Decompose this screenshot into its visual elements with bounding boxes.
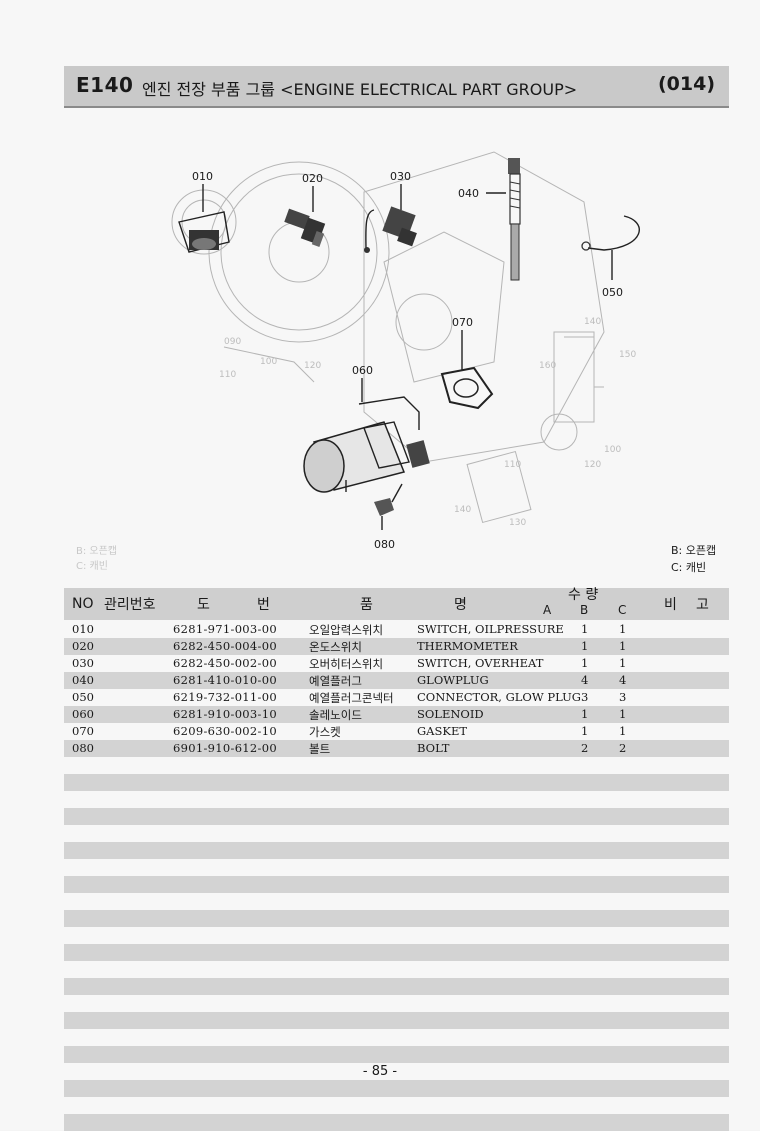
background-engine-drawing: 090 100 110 120 140 150 160 100 110 120 … bbox=[171, 151, 636, 528]
svg-text:140: 140 bbox=[584, 317, 601, 327]
empty-row bbox=[64, 910, 729, 927]
label-070: 070 bbox=[452, 316, 473, 329]
label-020: 020 bbox=[302, 172, 323, 185]
part-050-glow-plug-connector: 050 bbox=[581, 215, 640, 299]
table-row: 080 6901-910-612-00 볼트 BOLT 2 2 bbox=[64, 740, 729, 757]
svg-text:110: 110 bbox=[504, 460, 521, 470]
header-pum: 품 bbox=[360, 597, 373, 613]
empty-row bbox=[64, 757, 729, 774]
parts-table-body: 010 6281-971-003-00 오일압력스위치 SWITCH, OILP… bbox=[64, 621, 729, 1131]
label-050: 050 bbox=[602, 286, 623, 299]
empty-row bbox=[64, 961, 729, 978]
label-080: 080 bbox=[374, 538, 395, 551]
part-070-gasket: 070 bbox=[440, 316, 494, 410]
model-legend: B: 오픈캡 C: 캐빈 bbox=[671, 542, 716, 576]
header-mgmt-no: 관리번호 bbox=[104, 597, 156, 613]
label-040: 040 bbox=[458, 187, 479, 200]
table-row: 040 6281-410-010-00 예열플러그 GLOWPLUG 4 4 bbox=[64, 672, 729, 689]
part-080-bolt: 080 bbox=[374, 483, 403, 551]
exploded-parts-diagram: 090 100 110 120 140 150 160 100 110 120 … bbox=[171, 151, 640, 551]
empty-row bbox=[64, 1029, 729, 1046]
empty-row bbox=[64, 944, 729, 961]
empty-row bbox=[64, 859, 729, 876]
empty-row bbox=[64, 1046, 729, 1063]
empty-row bbox=[64, 876, 729, 893]
part-030-overheat-switch: 030 bbox=[364, 170, 417, 253]
empty-row bbox=[64, 978, 729, 995]
header-beon: 번 bbox=[257, 597, 270, 613]
header-do: 도 bbox=[197, 597, 210, 613]
section-code: E140 bbox=[76, 73, 134, 97]
svg-text:130: 130 bbox=[509, 518, 526, 528]
empty-row bbox=[64, 995, 729, 1012]
header-no: NO bbox=[72, 596, 94, 612]
empty-row bbox=[64, 1097, 729, 1114]
table-row: 050 6219-732-011-00 예열플러그콘넥터 CONNECTOR, … bbox=[72, 690, 627, 705]
table-row: 020 6282-450-004-00 온도스위치 THERMOMETER 1 … bbox=[64, 638, 729, 655]
empty-row bbox=[64, 842, 729, 859]
svg-text:150: 150 bbox=[619, 350, 636, 360]
legend-c: C: 캐빈 bbox=[671, 561, 707, 574]
table-row: 070 6209-630-002-10 가스켓 GASKET 1 1 bbox=[72, 724, 627, 739]
section-header: E140 엔진 전장 부품 그룹 <ENGINE ELECTRICAL PART… bbox=[64, 66, 729, 108]
header-bi: 비 bbox=[664, 597, 677, 613]
faint-legend-b: B: 오픈캡 bbox=[76, 546, 118, 557]
section-page-code: (014) bbox=[657, 73, 715, 95]
table-row: 060 6281-910-003-10 솔레노이드 SOLENOID 1 1 bbox=[64, 706, 729, 723]
header-qty-b: B bbox=[580, 603, 589, 617]
empty-row bbox=[64, 1114, 729, 1131]
svg-text:110: 110 bbox=[219, 370, 236, 380]
legend-b: B: 오픈캡 bbox=[671, 544, 717, 557]
parts-table-header: NO 관리번호 도 번 품 명 수 량 A B C 비 고 bbox=[64, 587, 729, 620]
label-060: 060 bbox=[352, 364, 373, 377]
header-go: 고 bbox=[696, 597, 709, 613]
empty-row bbox=[64, 1080, 729, 1097]
faint-legend-c: C: 캐빈 bbox=[76, 561, 108, 572]
empty-row bbox=[64, 791, 729, 808]
empty-row bbox=[64, 1012, 729, 1029]
empty-row bbox=[64, 893, 729, 910]
svg-text:140: 140 bbox=[454, 505, 471, 515]
table-row: 010 6281-971-003-00 오일압력스위치 SWITCH, OILP… bbox=[72, 622, 627, 637]
part-060-solenoid: 060 bbox=[303, 364, 430, 493]
table-row: 030 6282-450-002-00 오버히터스위치 SWITCH, OVER… bbox=[72, 656, 627, 671]
empty-row bbox=[64, 927, 729, 944]
svg-text:100: 100 bbox=[604, 445, 621, 455]
label-010: 010 bbox=[192, 170, 213, 183]
label-030: 030 bbox=[390, 170, 411, 183]
header-myeong: 명 bbox=[454, 597, 467, 613]
section-title: 엔진 전장 부품 그룹 <ENGINE ELECTRICAL PART GROU… bbox=[142, 80, 578, 99]
svg-text:160: 160 bbox=[539, 361, 556, 371]
header-qty: 수 량 bbox=[568, 587, 599, 603]
empty-row bbox=[64, 774, 729, 791]
svg-text:120: 120 bbox=[584, 460, 601, 470]
empty-row bbox=[64, 825, 729, 842]
page-number: - 85 - bbox=[362, 1064, 398, 1079]
svg-text:090: 090 bbox=[224, 337, 241, 347]
faint-legend-ghost: B: 오픈캡 C: 캐빈 bbox=[76, 544, 117, 574]
svg-text:100: 100 bbox=[260, 357, 277, 367]
header-qty-c: C bbox=[618, 603, 627, 617]
header-qty-a: A bbox=[543, 603, 552, 617]
part-010-oil-pressure-switch: 010 bbox=[178, 170, 230, 253]
part-040-glowplug: 040 bbox=[458, 158, 521, 281]
empty-row bbox=[64, 808, 729, 825]
part-020-thermometer: 020 bbox=[284, 172, 326, 247]
svg-text:120: 120 bbox=[304, 361, 321, 371]
